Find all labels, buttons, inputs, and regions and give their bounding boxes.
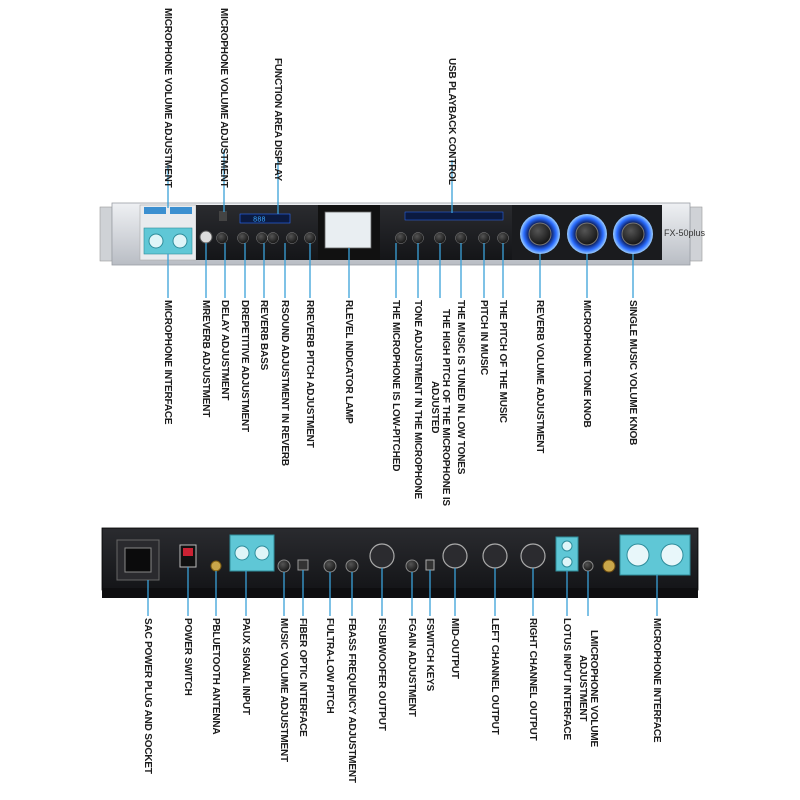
leader-lines: [147, 150, 658, 616]
label-drepetitive-adjustment: DREPETITIVE ADJUSTMENT: [239, 300, 250, 432]
knob-icon: [216, 232, 316, 244]
label-bluetooth-antenna: PBLUETOOTH ANTENNA: [210, 618, 221, 735]
label-fiber-optic-interface: FIBER OPTIC INTERFACE: [297, 618, 308, 737]
svg-text:888: 888: [253, 217, 266, 225]
label-gain-adjustment: FGAIN ADJUSTMENT: [406, 618, 417, 717]
label-mic-volume-adjustment-back: LMICROPHONE VOLUME ADJUSTMENT: [577, 629, 599, 747]
label-delay-adjustment: DELAY ADJUSTMENT: [219, 300, 230, 401]
knob-icon: [395, 232, 509, 244]
label-lotus-input-interface: LOTUS INPUT INTERFACE: [561, 618, 572, 740]
label-reverb-volume-adjustment: REVERB VOLUME ADJUSTMENT: [534, 300, 545, 454]
model-label: FX-50plus: [664, 228, 706, 238]
label-microphone-interface-front: MICROPHONE INTERFACE: [162, 300, 173, 425]
label-single-music-volume-knob: SINGLE MUSIC VOLUME KNOB: [627, 300, 638, 446]
label-pitch-of-the-music: THE PITCH OF THE MUSIC: [497, 300, 508, 423]
label-rlevel-indicator-lamp: RLEVEL INDICATOR LAMP: [343, 300, 354, 424]
lcd-display-icon: [324, 211, 372, 249]
knob-icon: [520, 214, 653, 254]
label-ultra-low-pitch: FULTRA-LOW PITCH: [324, 618, 335, 714]
label-microphone-interface-back: MICROPHONE INTERFACE: [651, 618, 662, 743]
label-mid-output: MID-OUTPUT: [449, 618, 460, 679]
label-bass-frequency-adjustment: FBASS FREQUENCY ADJUSTMENT: [346, 618, 357, 783]
label-microphone-tone-knob: MICROPHONE TONE KNOB: [581, 300, 592, 428]
label-music-volume-adjustment-back: MUSIC VOLUME ADJUSTMENT: [278, 618, 289, 762]
label-right-channel-output: RIGHT CHANNEL OUTPUT: [527, 618, 538, 741]
label-subwoofer-output: FSUBWOOFER OUTPUT: [376, 618, 387, 731]
rca-jack-icon: [234, 545, 250, 561]
label-music-tuned-low-tones: THE MUSIC IS TUNED IN LOW TONES: [455, 300, 466, 475]
label-mic-high-pitch-adjusted: THE HIGH PITCH OF THE MICROPHONE IS ADJU…: [429, 309, 451, 506]
label-mic-volume-adjustment-1: MICROPHONE VOLUME ADJUSTMENT: [162, 8, 173, 188]
label-usb-playback-control: USB PLAYBACK CONTROL: [446, 58, 457, 185]
front-panel: 888: [99, 202, 703, 266]
back-panel: [101, 527, 699, 598]
label-mreverb-adjustment: MREVERB ADJUSTMENT: [200, 300, 211, 418]
label-tone-adjustment-mic: TONE ADJUSTMENT IN THE MICROPHONE: [412, 300, 423, 499]
label-aux-signal-input: PAUX SIGNAL INPUT: [240, 618, 251, 715]
label-pitch-in-music: PITCH IN MUSIC: [478, 300, 489, 375]
label-rreverb-pitch-adjustment: RREVERB PITCH ADJUSTMENT: [304, 300, 315, 448]
label-function-area-display: FUNCTION AREA DISPLAY: [272, 58, 283, 182]
label-reverb-bass: REVERB BASS: [258, 300, 269, 371]
label-ac-power-plug-socket: SAC POWER PLUG AND SOCKET: [142, 618, 153, 774]
label-rsound-adjustment-in-reverb: RSOUND ADJUSTMENT IN REVERB: [279, 300, 290, 466]
label-left-channel-output: LEFT CHANNEL OUTPUT: [489, 618, 500, 735]
label-switch-keys: FSWITCH KEYS: [424, 618, 435, 692]
label-mic-volume-adjustment-2: MICROPHONE VOLUME ADJUSTMENT: [218, 8, 229, 188]
label-mic-low-pitched: THE MICROPHONE IS LOW-PITCHED: [390, 300, 401, 472]
label-power-switch: POWER SWITCH: [182, 618, 193, 696]
